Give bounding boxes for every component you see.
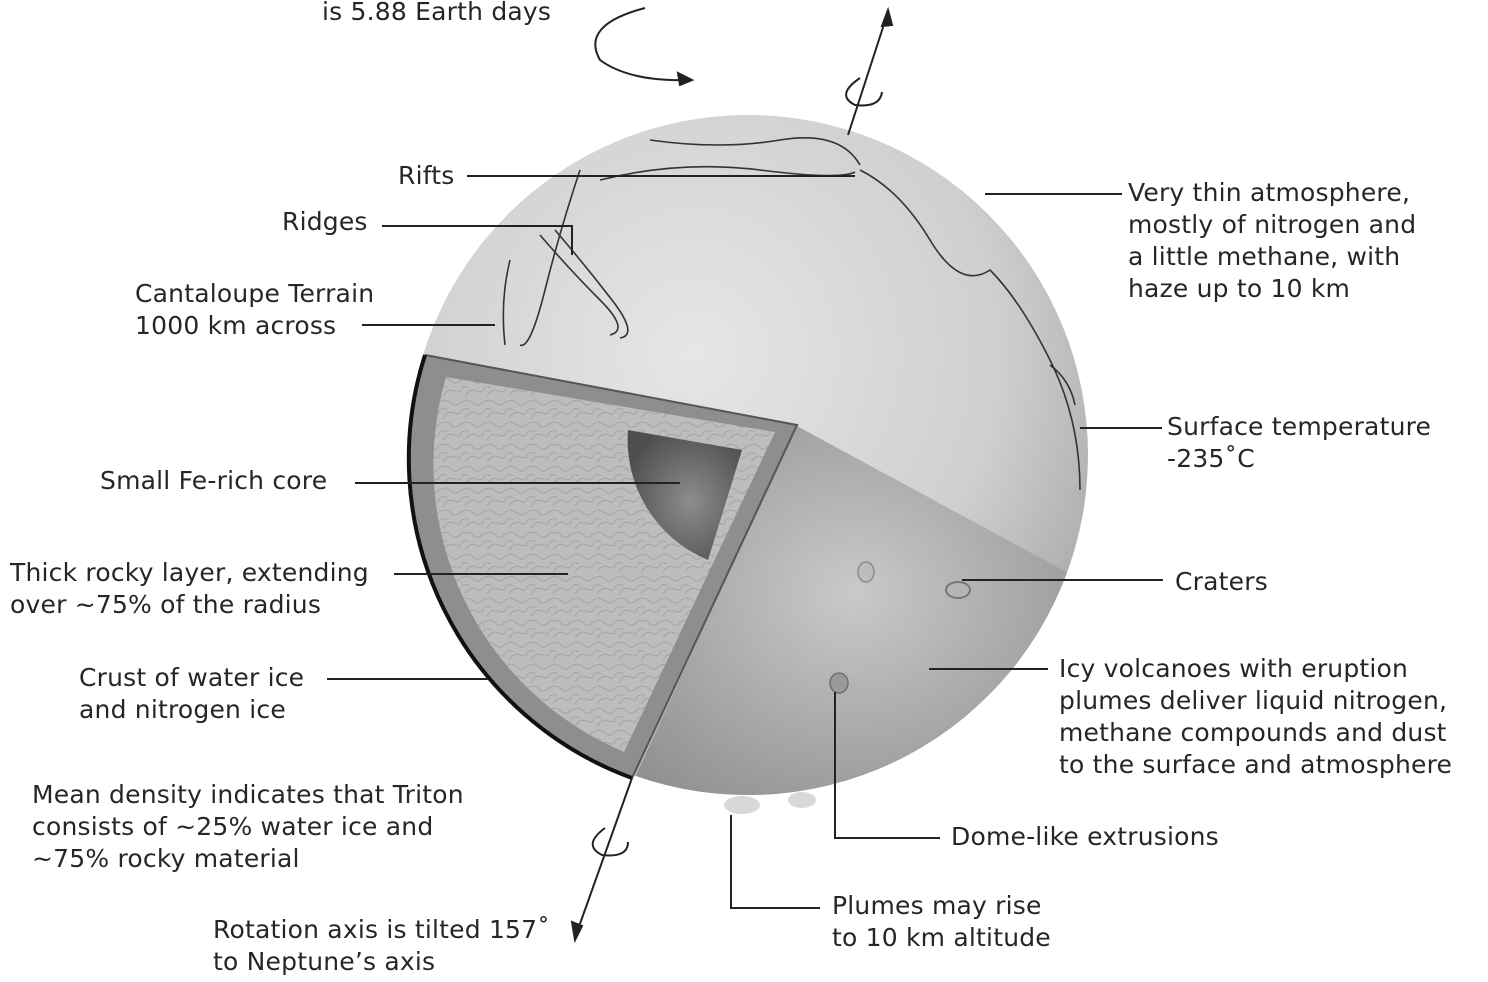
atmosphere-label: Very thin atmosphere, mostly of nitrogen… — [1128, 177, 1416, 305]
axis-arrowhead-top — [882, 10, 892, 26]
craters-label: Craters — [1175, 566, 1268, 598]
orbit-arrowhead — [678, 73, 692, 85]
surface-temperature-label: Surface temperature -235˚C — [1167, 411, 1431, 475]
leader-plumes — [731, 815, 820, 908]
dome — [830, 673, 848, 693]
crust-label: Crust of water ice and nitrogen ice — [79, 662, 304, 726]
crater — [858, 562, 874, 582]
spin-arrow-top — [846, 78, 882, 105]
rocky-layer-label: Thick rocky layer, extending over ~75% o… — [10, 557, 369, 621]
axis-line-top — [848, 12, 888, 135]
core-label: Small Fe-rich core — [100, 465, 327, 497]
axis-arrowhead-bottom — [572, 922, 582, 940]
plumes-label: Plumes may rise to 10 km altitude — [832, 890, 1051, 954]
axis-line-bottom — [576, 778, 632, 935]
orbit-arrow — [595, 8, 690, 80]
plume — [724, 796, 760, 814]
plume — [788, 792, 816, 808]
rifts-label: Rifts — [398, 160, 455, 192]
orbit-period-label: is 5.88 Earth days — [322, 0, 551, 28]
cantaloupe-terrain-label: Cantaloupe Terrain 1000 km across — [135, 278, 374, 342]
rotation-axis-label: Rotation axis is tilted 157˚ to Neptune’… — [213, 914, 550, 978]
spin-arrow-bottom — [593, 828, 628, 855]
volcanoes-label: Icy volcanoes with eruption plumes deliv… — [1059, 653, 1452, 781]
domes-label: Dome-like extrusions — [951, 821, 1219, 853]
density-label: Mean density indicates that Triton consi… — [32, 779, 464, 875]
ridges-label: Ridges — [282, 206, 368, 238]
